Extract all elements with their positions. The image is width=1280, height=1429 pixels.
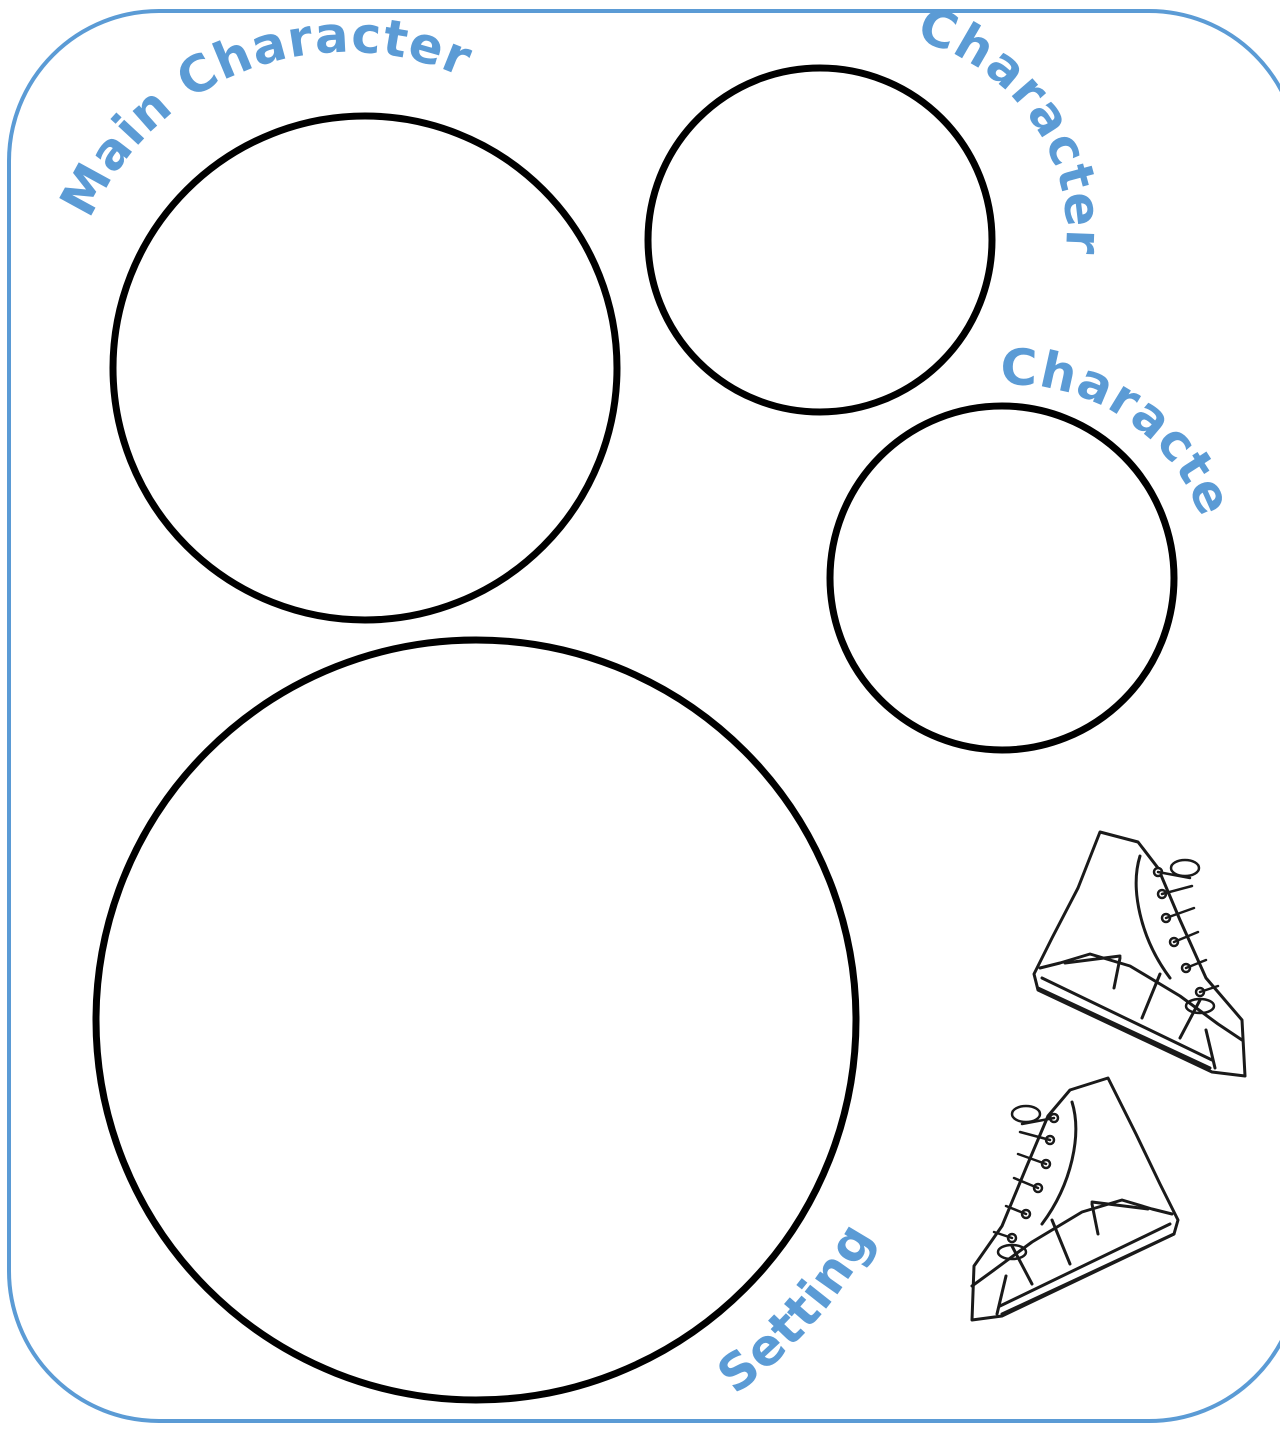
character-circle-middle[interactable] bbox=[826, 402, 1178, 754]
sneaker-icon bbox=[1032, 830, 1247, 1078]
page-border bbox=[7, 9, 1280, 1423]
setting-circle[interactable] bbox=[92, 636, 860, 1404]
main-character-circle[interactable] bbox=[109, 112, 621, 624]
sneaker-icon bbox=[970, 1076, 1180, 1322]
character-circle-top[interactable] bbox=[644, 64, 996, 416]
